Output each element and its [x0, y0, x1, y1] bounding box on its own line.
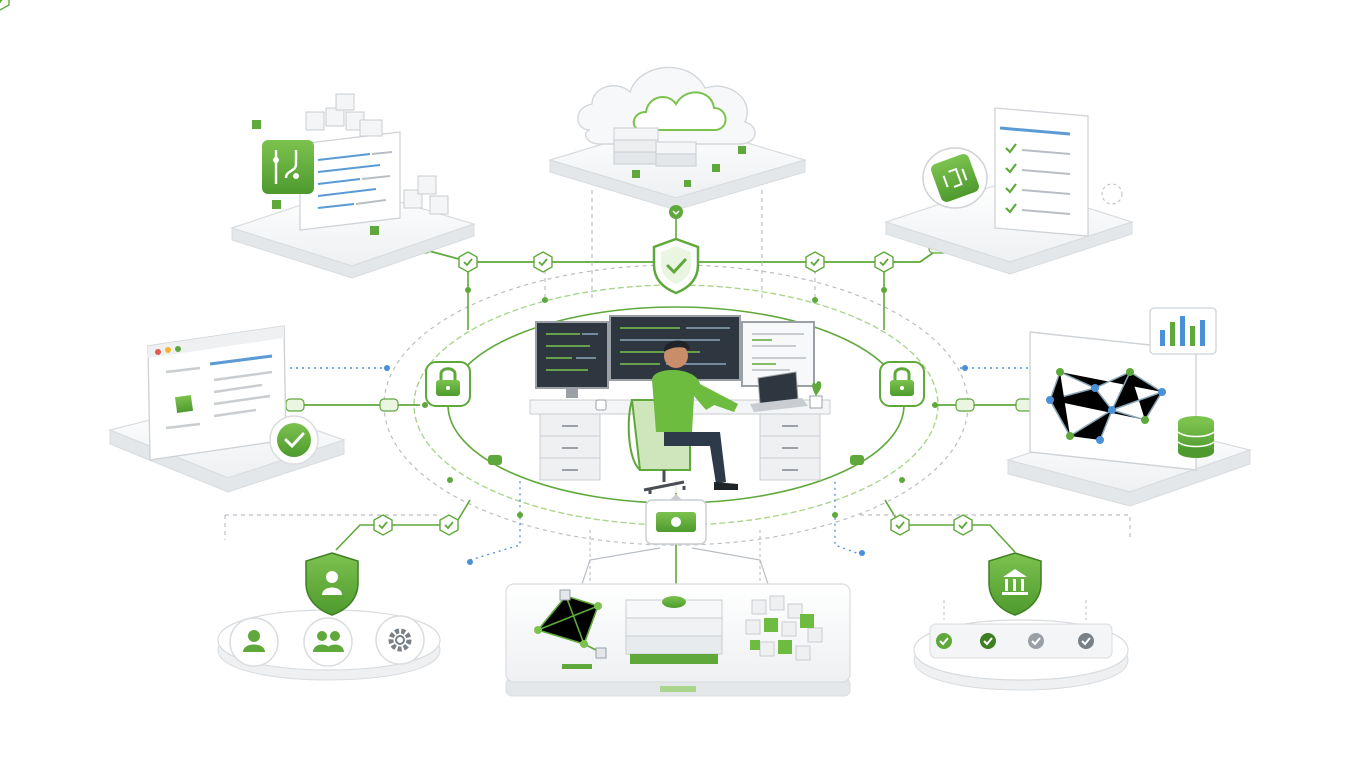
- plant-icon: [809, 381, 823, 409]
- browser-window-node: [108, 325, 346, 493]
- server-block-icon: [613, 127, 697, 167]
- graph-panel-icon: [1029, 331, 1197, 471]
- developer-person-icon: [627, 340, 738, 494]
- check-badge-icon: [953, 514, 973, 536]
- check-badge-icon: [890, 514, 910, 536]
- lock-box-icon: [645, 494, 707, 545]
- compliance-node: [913, 552, 1129, 691]
- ci-checklist-node: [884, 107, 1134, 275]
- identity-access-node: [217, 552, 441, 681]
- connector-pill-icon: [488, 455, 502, 465]
- laptop-icon: [750, 371, 808, 412]
- ci-gear-icon: [922, 147, 988, 209]
- ring-dots: [422, 287, 938, 518]
- green-cube-icon: [252, 120, 379, 235]
- check-badge-icon: [458, 251, 478, 273]
- bar-chart-icon: [1149, 307, 1217, 355]
- cloud-icon: [577, 66, 756, 145]
- lock-badge-icon: [879, 361, 925, 407]
- connector-pill-icon: [955, 398, 975, 412]
- check-badge-icon: [805, 251, 825, 273]
- check-badge-icon: [0, 0, 10, 11]
- bottom-right-bus: [884, 499, 1016, 553]
- green-cube-icon: [174, 394, 194, 414]
- check-badge-icon: [533, 251, 553, 273]
- browser-window-icon: [147, 325, 287, 461]
- status-pending-icon: [1078, 633, 1094, 649]
- green-cube-icon: [632, 146, 746, 187]
- container-cluster-icon: [745, 595, 823, 661]
- check-badge-icon: [373, 514, 393, 536]
- connector-pill-icon: [379, 398, 399, 412]
- shield-check-icon: [652, 237, 700, 295]
- status-check-icon: [936, 633, 952, 649]
- check-badge-icon: [439, 514, 459, 536]
- status-pending-icon: [1028, 633, 1044, 649]
- users-group-icon: [303, 617, 353, 667]
- connector-pill-icon: [285, 398, 305, 412]
- bottom-right-dotted: [834, 480, 863, 556]
- bank-shield-icon: [988, 552, 1042, 616]
- connector-pill-icon: [850, 455, 864, 465]
- blue-dots: [384, 365, 968, 565]
- cube-stack-icon: [305, 93, 449, 215]
- code-document-icon: [299, 131, 401, 231]
- server-stack-icon: [625, 596, 723, 664]
- database-icon: [1177, 416, 1215, 458]
- monitor-icon: [535, 321, 609, 398]
- checklist-document-icon: [994, 107, 1089, 237]
- status-check-icon: [980, 633, 996, 649]
- developer-workstation-node: [425, 315, 925, 545]
- bottom-right-dashed: [860, 514, 1131, 540]
- bottom-left-bus: [335, 499, 471, 551]
- network-graph-node: [1005, 307, 1253, 507]
- mug-icon: [595, 399, 607, 411]
- user-shield-icon: [305, 552, 359, 616]
- merge-node-icon: [669, 205, 683, 219]
- check-badge-icon: [874, 251, 894, 273]
- git-repo-node: [230, 93, 476, 279]
- check-badges: [0, 0, 10, 11]
- lock-badge-icon: [425, 361, 471, 407]
- cloud-server-node: [547, 66, 808, 295]
- check-circle-icon: [269, 415, 319, 465]
- gear-icon: [375, 615, 425, 665]
- infrastructure-node: [505, 583, 851, 697]
- user-icon: [229, 617, 279, 667]
- target-icon: [1101, 183, 1123, 205]
- git-branch-icon: [262, 140, 314, 194]
